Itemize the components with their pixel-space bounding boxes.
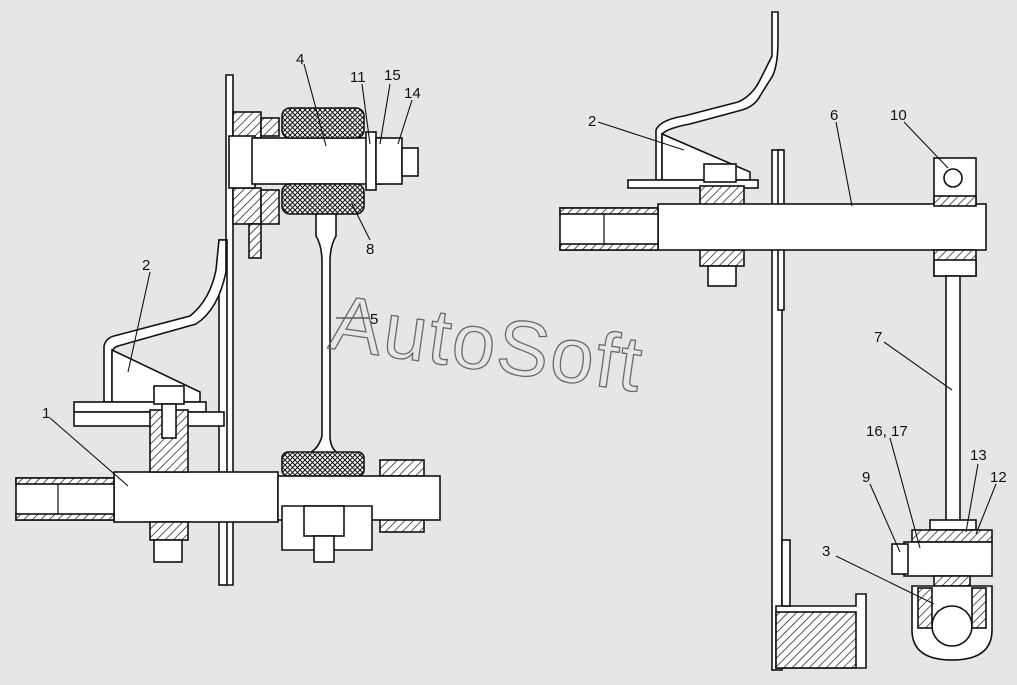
upper-bushing-bottom [281,183,365,215]
callout-7: 7 [874,329,882,346]
joint-hatch-bottom [933,575,971,587]
callout-8: 8 [366,241,374,258]
right-frame-plate [655,11,779,181]
upper-bracket-top [232,111,262,139]
left-view [15,74,441,586]
shaft-6 [657,203,987,251]
callout-6: 6 [830,107,838,124]
upper-bracket-bottom [232,187,262,225]
callouts: 1 2 4 11 15 14 8 5 2 6 10 7 16, 17 9 13 … [42,51,1007,560]
shaft-1 [113,471,279,523]
joint-pin [903,541,993,577]
pin-tip [401,147,419,177]
callout-16-17: 16, 17 [866,423,908,440]
callout-13: 13 [970,447,987,464]
lower-clamp-top [379,459,425,477]
right-bolt-head [703,163,737,183]
bolt-boss-lower [149,521,189,541]
callout-4: 4 [296,51,304,68]
lever-hatch-top [933,195,977,207]
bolt-9 [891,543,909,575]
callout-2-right: 2 [588,113,596,130]
bolt-nut-lower [153,539,183,563]
nut-14 [375,137,403,185]
upper-bushing-top [281,107,365,139]
right-bolt-boss-lower [699,249,745,267]
tube-left [15,477,115,521]
upper-bracket-web [228,135,256,189]
tube-wall-top [15,477,115,485]
right-frame-web [771,149,783,671]
tube-right-wall-bottom [559,243,659,251]
lower-bushing [281,451,365,477]
callout-14: 14 [404,85,421,102]
tube-right [559,207,659,251]
callout-10: 10 [890,107,907,124]
callout-2-left: 2 [142,257,150,274]
callout-3: 3 [822,543,830,560]
upper-washer-bottom [260,189,280,225]
bracket-rib [248,223,262,259]
pin-4 [251,137,383,185]
rod-7 [945,275,961,523]
washer-11 [365,131,377,191]
bolt-head-upper [153,385,185,405]
callout-11: 11 [350,69,366,86]
clevis-wall-right [971,587,987,629]
bracket-2-left [103,239,227,403]
callout-1: 1 [42,405,50,422]
callout-5: 5 [370,311,378,328]
bottom-web [781,539,791,607]
bolt-shank [161,403,177,439]
callout-15: 15 [384,67,401,84]
tube-right-wall-top [559,207,659,215]
right-bolt-boss-upper [699,185,745,207]
joint-cap [929,519,977,531]
tube-wall-bottom [15,513,115,521]
watermark: AutoSoft [325,278,649,409]
callout-12: 12 [990,469,1007,486]
joint-hatch-top [911,529,993,543]
bolt-boss-upper [149,409,189,473]
lower-bolt [313,535,335,563]
clevis-eye [931,605,973,647]
lever-body [933,259,977,277]
bracket-2-right-base [627,179,759,189]
right-bolt-nut [707,265,737,287]
clevis-wall-left [917,587,933,629]
upper-washer-top [260,117,280,137]
lever-hole-10 [943,168,963,188]
right-view [559,11,993,671]
lower-nut [303,505,345,537]
callout-9: 9 [862,469,870,486]
bottom-channel-section [775,611,857,669]
leader-lines [49,63,997,605]
bracket-2-flange [73,411,225,427]
